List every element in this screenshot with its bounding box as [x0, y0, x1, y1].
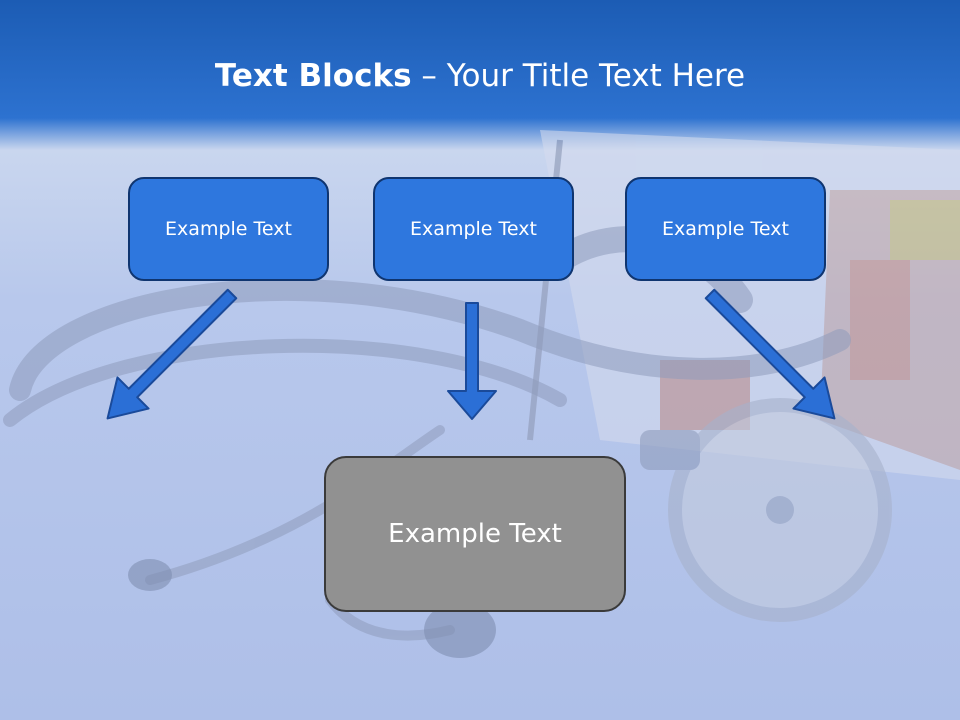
- text-block-bottom: Example Text: [324, 456, 626, 612]
- text-block-bottom-label: Example Text: [388, 519, 562, 549]
- text-block-right: Example Text: [625, 177, 826, 281]
- slide-title: Text Blocks – Your Title Text Here: [0, 56, 960, 100]
- text-block-left-label: Example Text: [165, 218, 292, 240]
- slide-title-rest: – Your Title Text Here: [411, 58, 746, 94]
- text-block-right-label: Example Text: [662, 218, 789, 240]
- arrow-middle-to-bottom: [447, 302, 497, 420]
- text-block-middle-label: Example Text: [410, 218, 537, 240]
- slide-title-bold: Text Blocks: [214, 58, 412, 94]
- text-block-left: Example Text: [128, 177, 329, 281]
- text-block-middle: Example Text: [373, 177, 574, 281]
- arrow-left-to-bottom: [106, 288, 238, 420]
- arrow-right-to-bottom: [704, 288, 836, 420]
